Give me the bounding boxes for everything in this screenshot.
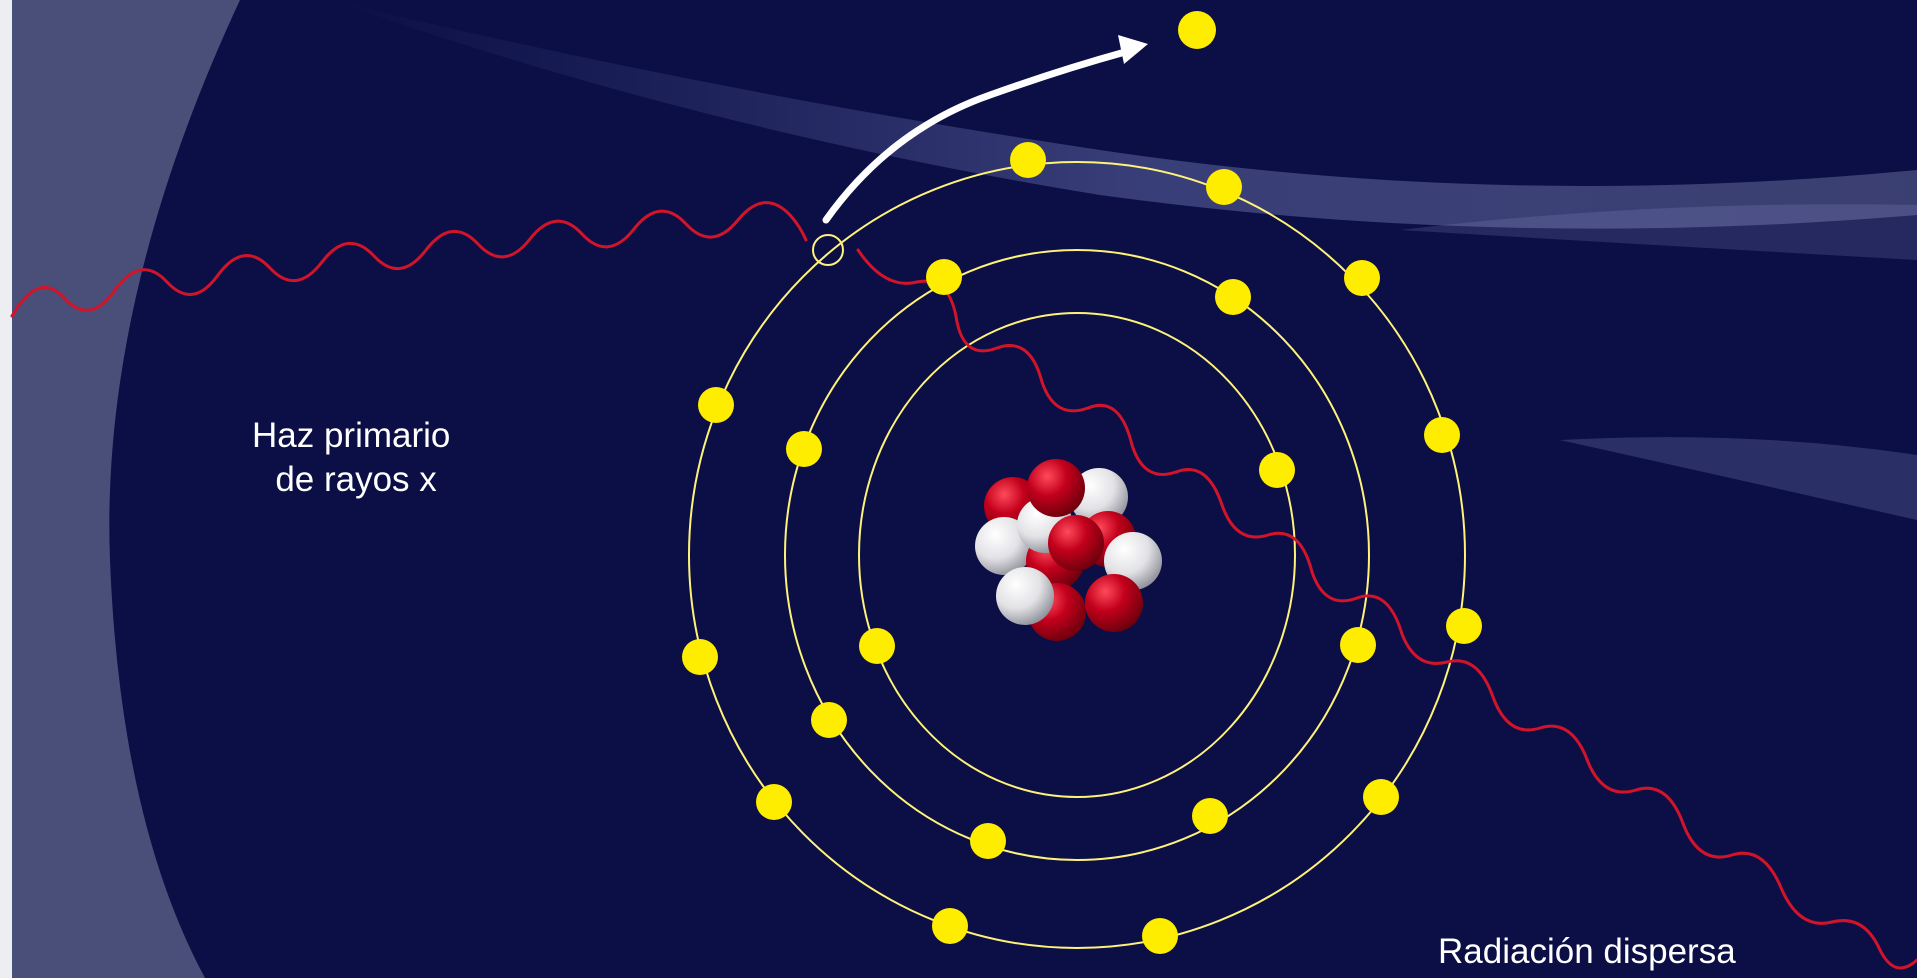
electron: [1363, 779, 1399, 815]
electron: [1192, 798, 1228, 834]
electron: [1340, 627, 1376, 663]
electron: [698, 387, 734, 423]
electrons: [682, 142, 1482, 954]
electron: [859, 628, 895, 664]
proton: [1085, 574, 1143, 632]
light-sweep-3: [1560, 437, 1917, 520]
primary-xray-wave: [10, 201, 808, 318]
electron: [1010, 142, 1046, 178]
orbit-outer: [688, 161, 1466, 949]
electron: [1344, 260, 1380, 296]
electron: [1259, 452, 1295, 488]
ejected-electron: [1178, 11, 1216, 49]
neutron: [1070, 468, 1128, 526]
primary-beam-label-line2: de rayos x: [265, 460, 437, 499]
orbit-inner: [858, 312, 1296, 798]
electron: [926, 259, 962, 295]
electron: [970, 823, 1006, 859]
scattered-radiation-label: Radiación dispersa: [1438, 932, 1736, 971]
light-sweep-2: [1400, 204, 1917, 260]
light-sweep: [330, 0, 1917, 229]
orbits: [688, 161, 1466, 949]
circle-marker-icon: [812, 234, 844, 266]
left-panel: [0, 0, 240, 978]
scattered-radiation-wave: [856, 248, 1917, 970]
electron: [1424, 417, 1460, 453]
neutron: [996, 567, 1054, 625]
primary-beam-label-line1: Haz primario: [252, 416, 451, 455]
electron: [1446, 608, 1482, 644]
arrow-head: [1118, 35, 1148, 64]
electron: [682, 639, 718, 675]
orbit-middle: [784, 249, 1370, 861]
arrow-icon: [822, 48, 1129, 224]
electron: [1206, 169, 1242, 205]
nucleus: [975, 459, 1162, 641]
proton: [1048, 515, 1104, 571]
electron: [786, 431, 822, 467]
proton: [1027, 459, 1085, 517]
primary-beam-label: Haz primario de rayos x: [252, 414, 450, 502]
electron: [932, 908, 968, 944]
left-panel-shade: [0, 0, 12, 978]
electron: [1215, 279, 1251, 315]
electron: [756, 784, 792, 820]
electron: [811, 702, 847, 738]
electron: [1142, 918, 1178, 954]
